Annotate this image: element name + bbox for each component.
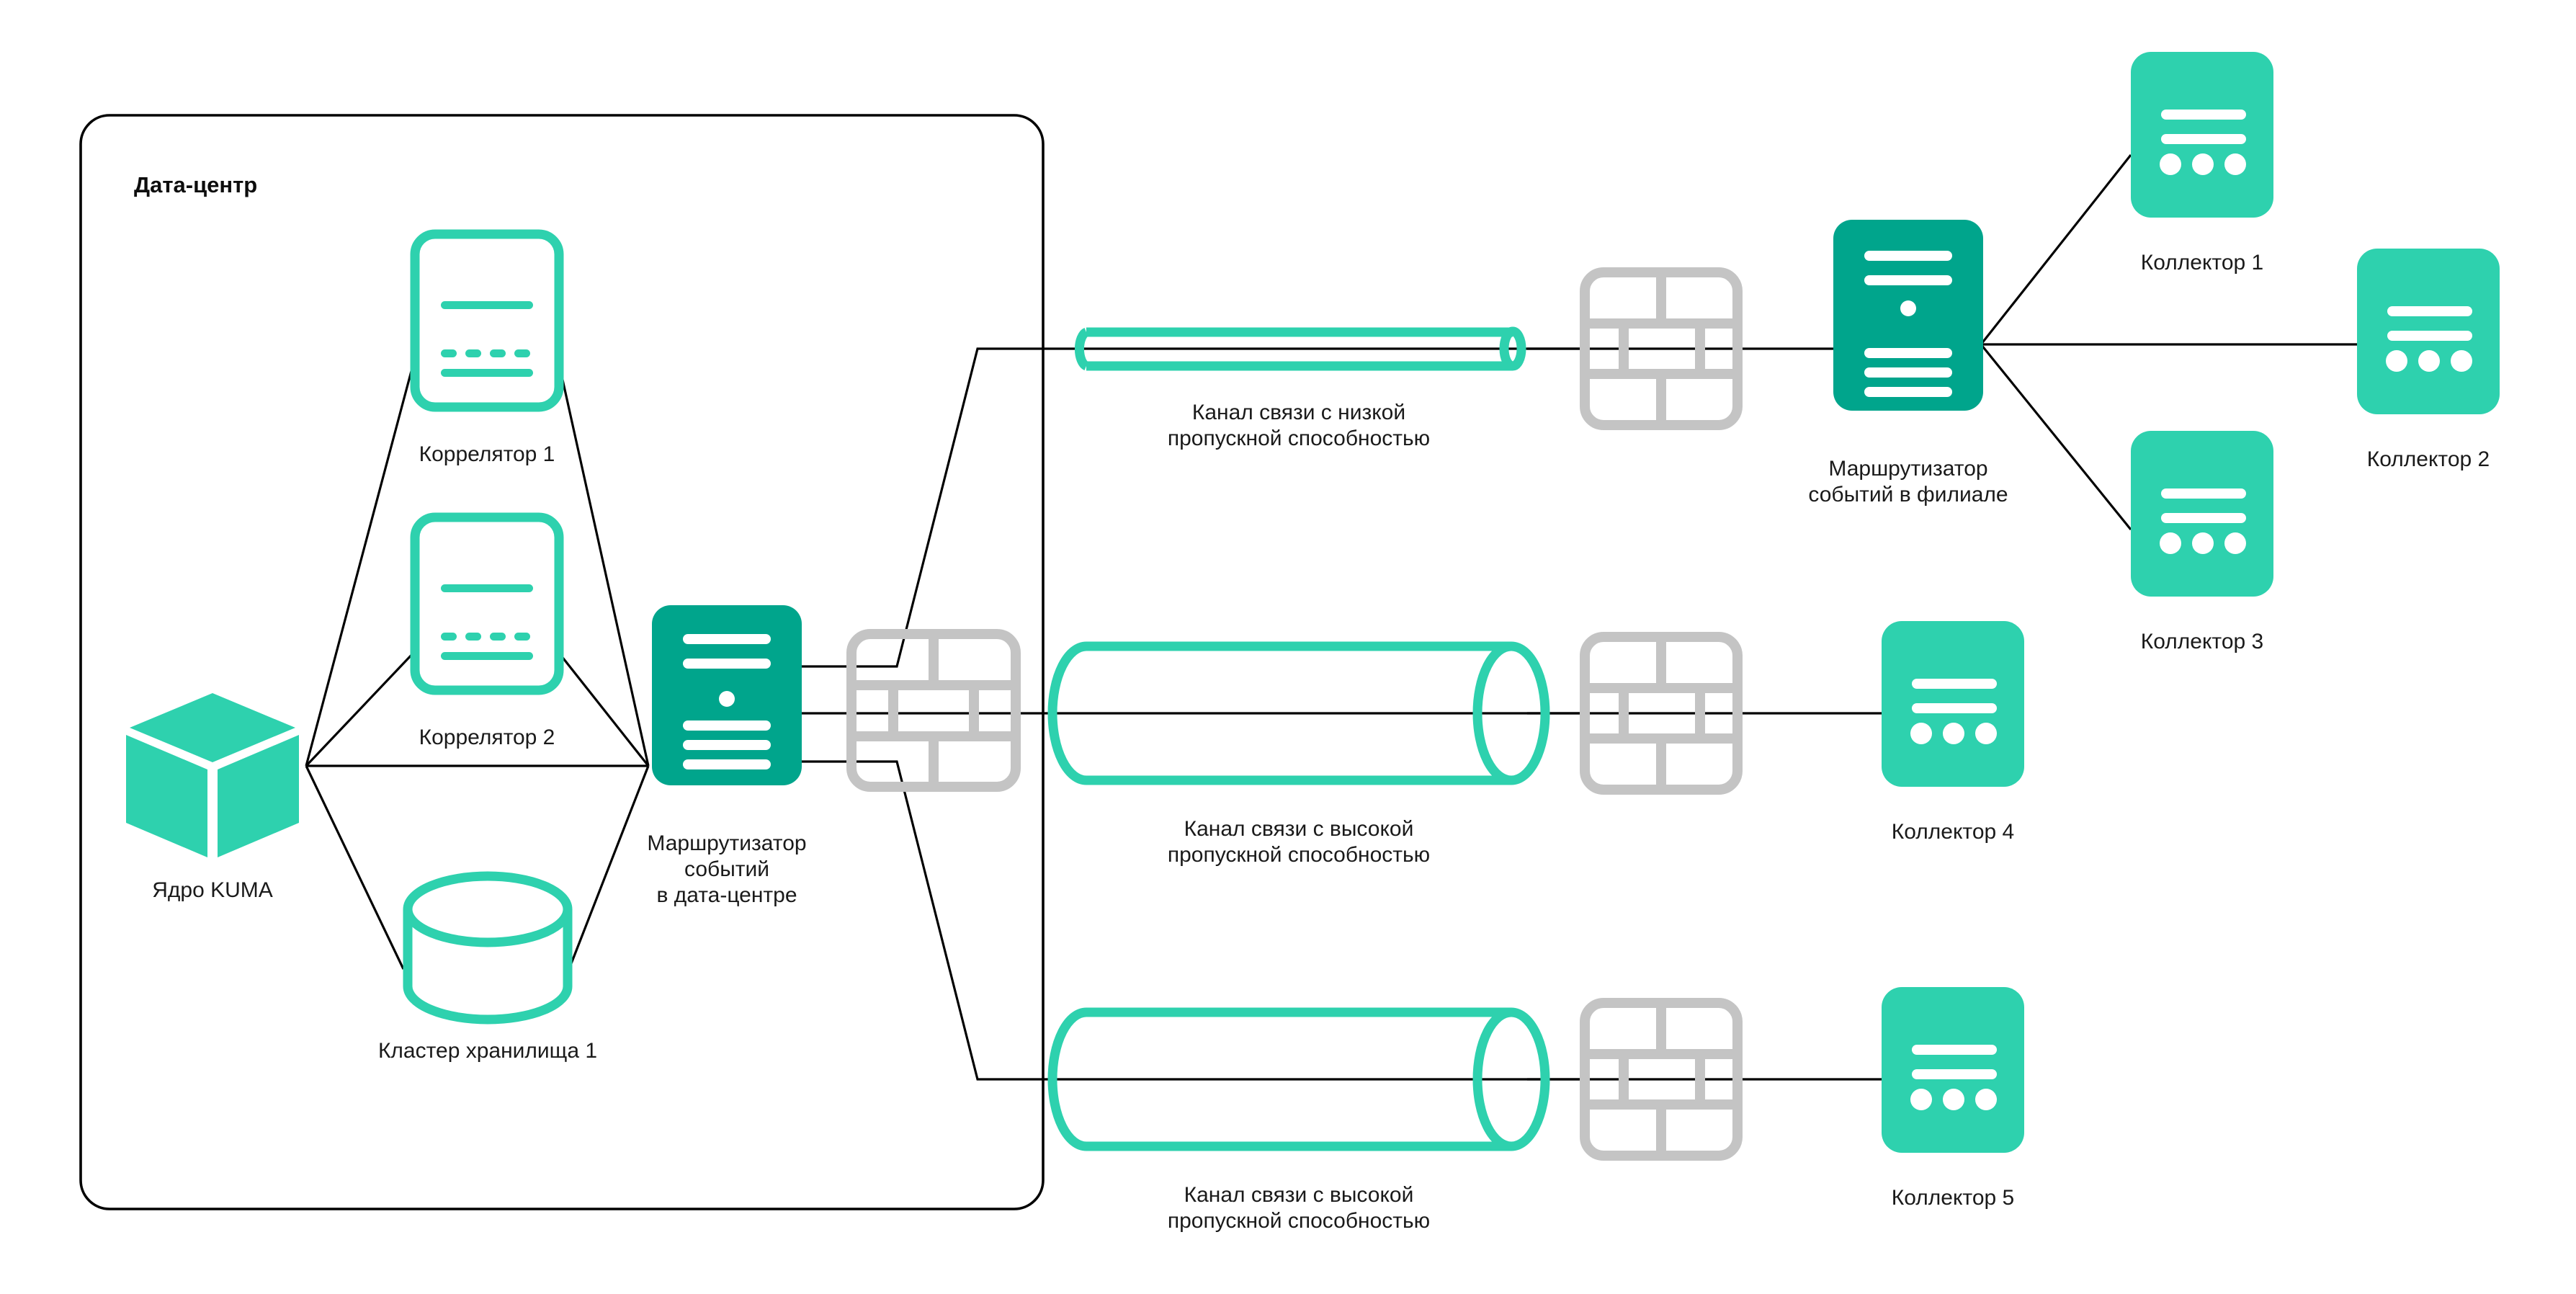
thick-pipe-icon (1047, 641, 1550, 785)
kuma-core-label: Ядро KUMA (152, 878, 273, 902)
storage-cluster-1-node[interactable]: Кластер хранилища 1 (378, 871, 597, 1063)
cube-icon (126, 693, 299, 857)
collector-2-node[interactable]: Коллектор 2 (2357, 249, 2500, 471)
dc-firewall-icon (846, 629, 1021, 792)
high-bandwidth-channel-mid-label-line2: пропускной способностью (1168, 843, 1430, 867)
branch-firewall-mid-icon (1580, 632, 1743, 795)
link-correlator2-to-dc-router (557, 651, 650, 767)
link-storage-to-dc-router (568, 765, 650, 970)
correlator-1-label: Коррелятор 1 (419, 442, 555, 466)
collector-4-label: Коллектор 4 (1892, 820, 2014, 844)
correlator-1-node[interactable]: Коррелятор 1 (410, 229, 564, 466)
collector-icon (1882, 621, 2024, 787)
branch-router-label-line1: Маршрутизатор (1828, 457, 1987, 481)
storage-cluster-1-label: Кластер хранилища 1 (378, 1039, 597, 1063)
dc-router-label-line3: в дата-центре (656, 883, 797, 907)
link-correlator1-to-dc-router (557, 360, 650, 767)
link-branch-router-to-collector1 (1980, 154, 2132, 345)
link-core-to-correlator1 (305, 360, 416, 767)
collector-icon (2357, 249, 2500, 414)
dc-router-label: Маршрутизатор (647, 831, 806, 855)
link-core-to-correlator2 (305, 651, 416, 767)
router-icon (1833, 220, 1983, 411)
link-dc-router-to-low-channel (802, 347, 1585, 668)
thick-pipe-icon (1047, 1007, 1550, 1151)
correlator-2-node[interactable]: Коррелятор 2 (410, 512, 564, 749)
link-dc-router-to-bottom-channel (802, 760, 1585, 1081)
data-center-group: Дата-центр (79, 114, 1045, 1210)
thin-pipe-icon (1074, 326, 1526, 371)
high-bandwidth-channel-bottom-label-line1: Канал связи с высокой (1184, 1183, 1414, 1207)
collector-1-node[interactable]: Коллектор 1 (2131, 52, 2273, 275)
branch-firewall-bottom-icon (1580, 998, 1743, 1161)
data-center-boundary (79, 114, 1045, 1210)
collector-icon (1882, 987, 2024, 1153)
link-core-to-storage (305, 765, 405, 970)
correlator-icon (410, 512, 564, 695)
link-branch-router-to-collector3 (1980, 343, 2132, 531)
kuma-core-node[interactable]: Ядро KUMA (126, 693, 299, 902)
collector-5-node[interactable]: Коллектор 5 (1882, 987, 2024, 1210)
low-bandwidth-channel-label-line2: пропускной способностью (1168, 427, 1430, 450)
high-bandwidth-channel-mid-label-line1: Канал связи с высокой (1184, 817, 1414, 841)
data-center-title: Дата-центр (134, 172, 257, 197)
dc-router-label-line2: событий (684, 857, 769, 881)
connection-lines (305, 154, 2357, 1081)
collector-icon (2131, 431, 2273, 597)
dc-router-node[interactable]: Маршрутизатор событий в дата-центре (647, 605, 807, 907)
branch-firewall-top-icon (1580, 267, 1743, 430)
collector-3-label: Коллектор 3 (2141, 630, 2263, 653)
collector-5-label: Коллектор 5 (1892, 1186, 2014, 1210)
router-icon (652, 605, 802, 785)
high-bandwidth-channel-bottom[interactable]: Канал связи с высокой пропускной способн… (1047, 1007, 1550, 1233)
high-bandwidth-channel-bottom-label-line2: пропускной способностью (1168, 1209, 1430, 1233)
collector-4-node[interactable]: Коллектор 4 (1882, 621, 2024, 844)
branch-router-node[interactable]: Маршрутизатор событий в филиале (1808, 220, 2008, 507)
collector-icon (2131, 52, 2273, 218)
collector-1-label: Коллектор 1 (2141, 251, 2263, 275)
correlator-2-label: Коррелятор 2 (419, 726, 555, 749)
low-bandwidth-channel-label-line1: Канал связи с низкой (1192, 401, 1405, 424)
low-bandwidth-channel[interactable]: Канал связи с низкой пропускной способно… (1074, 326, 1526, 450)
collector-3-node[interactable]: Коллектор 3 (2131, 431, 2273, 653)
correlator-icon (410, 229, 564, 412)
collector-2-label: Коллектор 2 (2367, 447, 2490, 471)
high-bandwidth-channel-mid[interactable]: Канал связи с высокой пропускной способн… (1047, 641, 1550, 867)
branch-router-label-line2: событий в филиале (1808, 483, 2008, 507)
database-cylinder-icon (403, 871, 573, 1025)
